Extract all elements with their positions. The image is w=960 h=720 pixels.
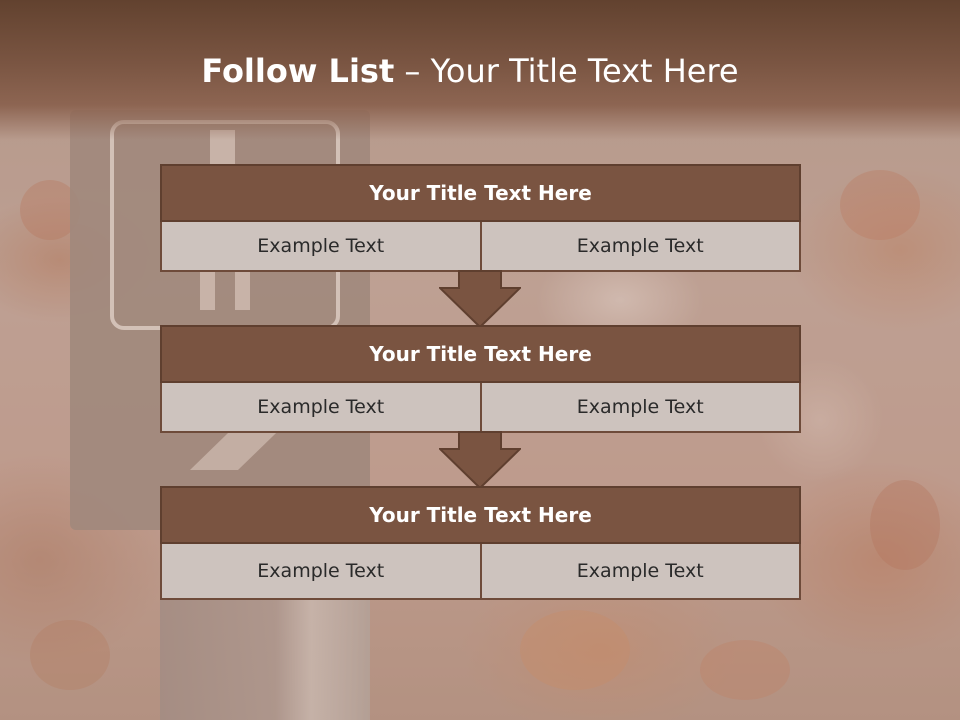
follow-block-3: Your Title Text Here Example Text Exampl… bbox=[160, 486, 801, 600]
block-cell-left: Example Text bbox=[160, 383, 482, 433]
block-row: Example Text Example Text bbox=[160, 383, 801, 433]
follow-block-1: Your Title Text Here Example Text Exampl… bbox=[160, 164, 801, 272]
page-title: Follow List – Your Title Text Here bbox=[0, 52, 940, 90]
down-arrow-icon bbox=[439, 270, 521, 328]
title-bold: Follow List bbox=[201, 52, 395, 90]
down-arrow-icon bbox=[439, 431, 521, 489]
block-cell-right: Example Text bbox=[479, 383, 801, 433]
block-cell-left: Example Text bbox=[160, 544, 482, 600]
block-heading: Your Title Text Here bbox=[160, 164, 801, 222]
block-row: Example Text Example Text bbox=[160, 544, 801, 600]
block-cell-left: Example Text bbox=[160, 222, 482, 272]
header-band bbox=[0, 0, 960, 140]
block-row: Example Text Example Text bbox=[160, 222, 801, 272]
block-heading: Your Title Text Here bbox=[160, 486, 801, 544]
title-rest: – Your Title Text Here bbox=[404, 52, 739, 90]
follow-block-2: Your Title Text Here Example Text Exampl… bbox=[160, 325, 801, 433]
block-cell-right: Example Text bbox=[479, 222, 801, 272]
block-heading: Your Title Text Here bbox=[160, 325, 801, 383]
block-cell-right: Example Text bbox=[479, 544, 801, 600]
